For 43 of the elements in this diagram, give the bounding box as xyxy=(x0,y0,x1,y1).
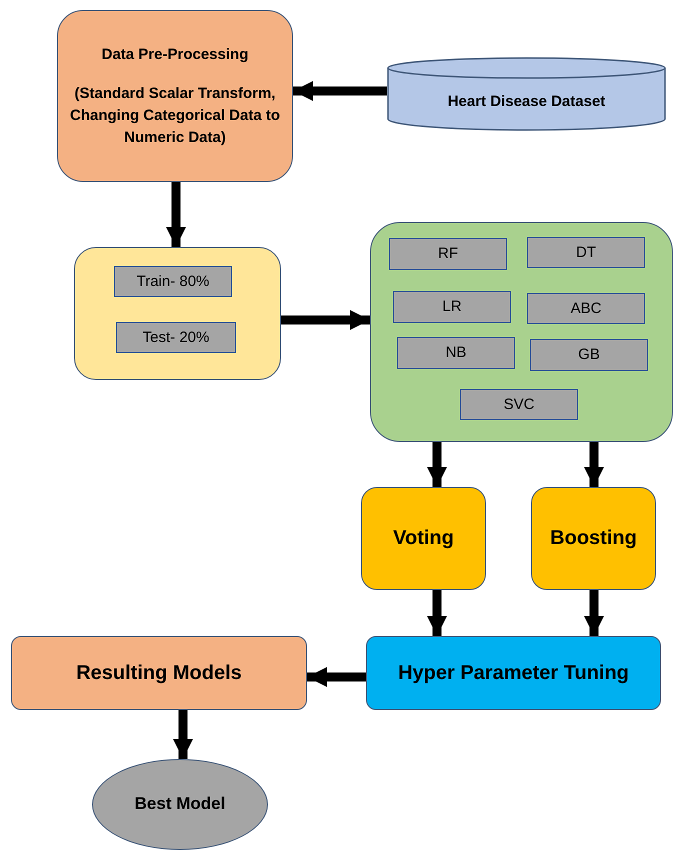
node-label: Heart Disease Dataset xyxy=(446,92,606,112)
model-box xyxy=(116,322,236,353)
process-box xyxy=(11,636,307,710)
model-box xyxy=(389,238,507,270)
model-box xyxy=(460,389,578,420)
node-label: Hyper Parameter Tuning xyxy=(397,660,630,686)
node-label: Test- 20% xyxy=(142,328,210,348)
arrow xyxy=(281,310,370,330)
process-box xyxy=(366,636,661,710)
arrow xyxy=(166,182,186,247)
process-box xyxy=(74,247,281,380)
arrow xyxy=(427,442,447,487)
database-cylinder xyxy=(387,57,666,130)
node-label: DT xyxy=(575,242,597,263)
model-box xyxy=(527,293,645,324)
node-label: Resulting Models xyxy=(75,660,243,686)
arrow xyxy=(173,710,193,759)
arrow xyxy=(584,442,604,487)
model-box xyxy=(530,339,648,371)
node-label: Data Pre-Processing xyxy=(100,44,250,64)
model-box xyxy=(397,337,515,369)
model-box xyxy=(114,266,232,297)
process-box xyxy=(531,487,656,590)
process-box xyxy=(361,487,486,590)
arrow xyxy=(584,590,604,636)
arrow xyxy=(427,590,447,636)
arrow xyxy=(307,667,366,687)
node-label: NB xyxy=(444,343,468,364)
node-label: LR xyxy=(441,297,463,318)
node-label: Best Model xyxy=(134,793,226,816)
node-label: Boosting xyxy=(549,526,638,551)
arrow xyxy=(293,81,387,101)
node-description: (Standard Scalar Transform, Changing Categorical Data to Numeric Data) xyxy=(68,84,282,148)
node-label: SVC xyxy=(502,394,536,415)
model-box xyxy=(527,237,645,268)
process-box xyxy=(370,222,673,442)
node-label: Train- 80% xyxy=(136,272,210,292)
process-box xyxy=(57,10,293,182)
node-label: Voting xyxy=(392,526,455,551)
model-box xyxy=(393,291,511,323)
node-label: GB xyxy=(577,345,601,366)
node-label: ABC xyxy=(570,298,602,319)
node-label: RF xyxy=(437,244,459,264)
